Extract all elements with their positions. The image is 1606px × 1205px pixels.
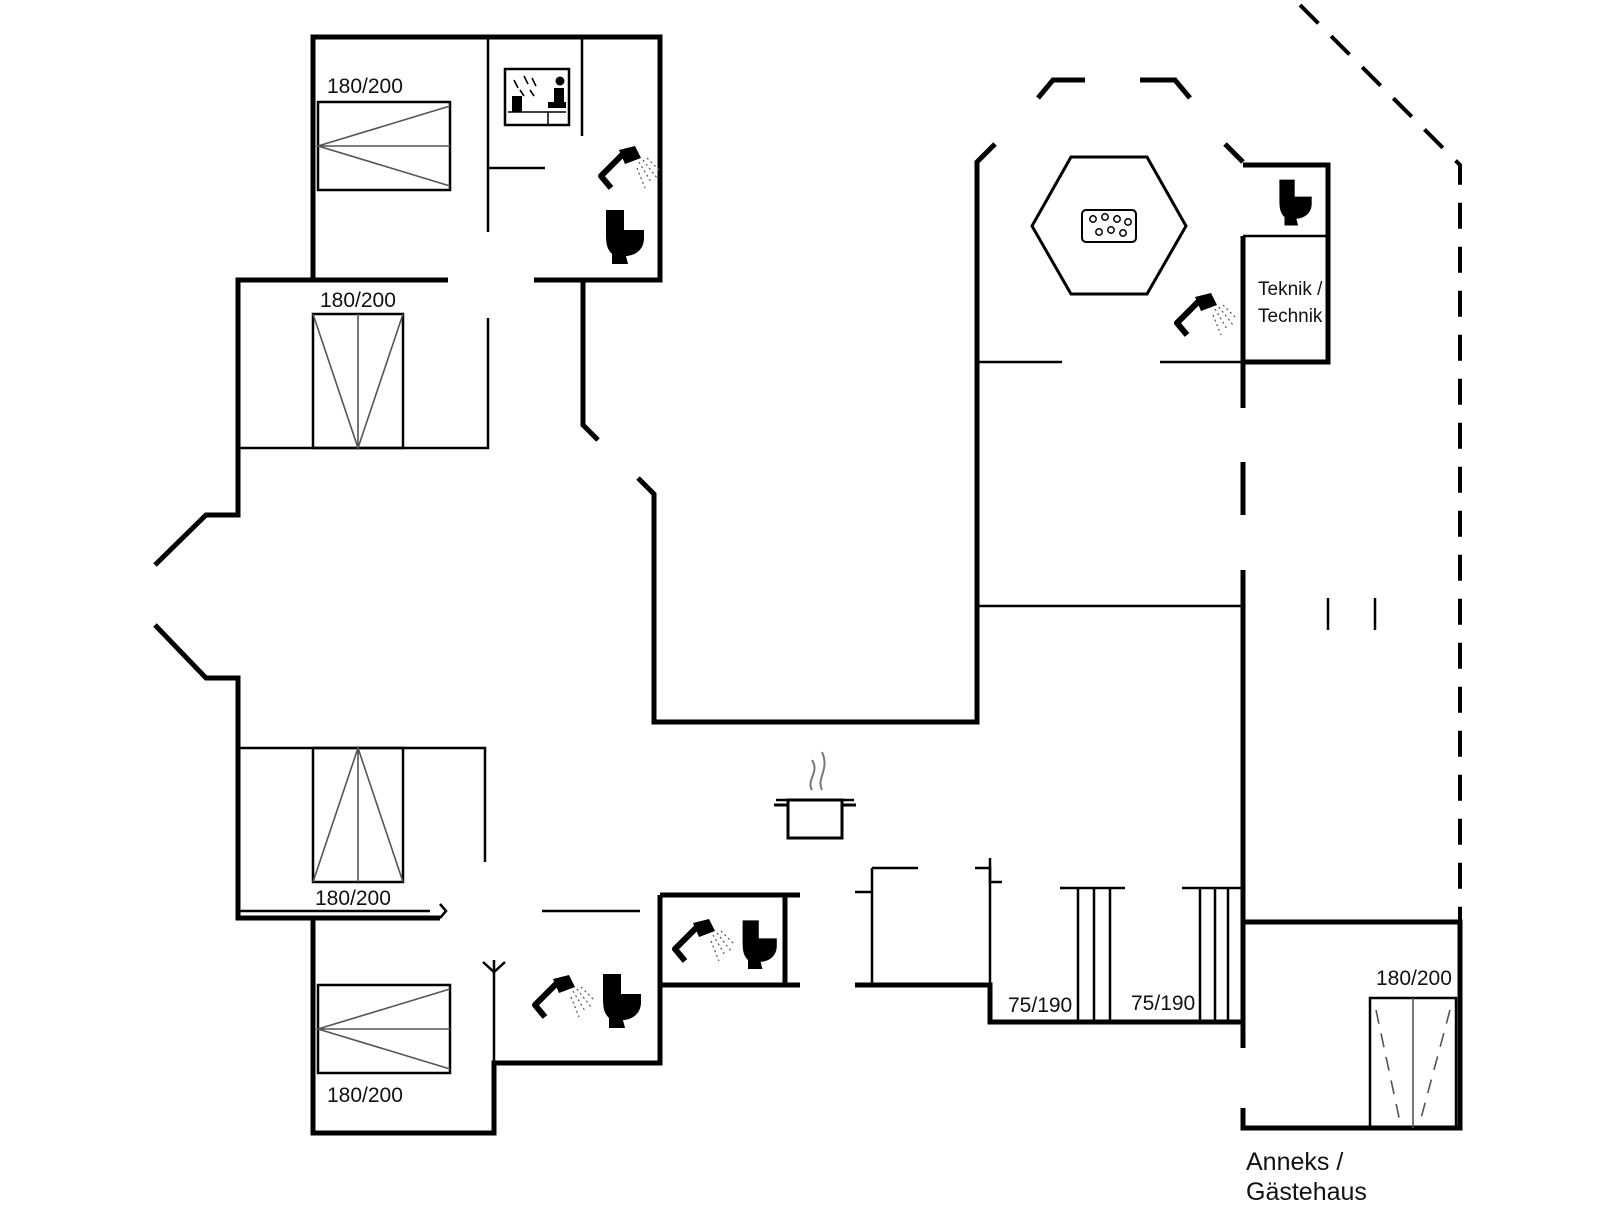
spa-icon xyxy=(1030,155,1188,296)
bed-label: 180/200 xyxy=(327,75,403,98)
bed-label: 180/200 xyxy=(315,887,391,910)
bed-label: 180/200 xyxy=(327,1084,403,1107)
toilet-icon xyxy=(603,974,641,1028)
toilet-icon xyxy=(1279,179,1312,226)
bunk-label: 75/190 xyxy=(1131,992,1195,1015)
spa-room-walls xyxy=(977,77,1463,1131)
shower-icon xyxy=(675,919,735,961)
shower-icon xyxy=(601,146,661,188)
bed-bottom-left xyxy=(315,983,452,1075)
bed-upper-left xyxy=(311,312,405,451)
toilet-icon xyxy=(606,210,644,264)
bunk-label: 75/190 xyxy=(1008,994,1072,1017)
bed-top-left xyxy=(315,100,452,192)
shower-icon xyxy=(535,975,595,1017)
technik-label-line2: Technik xyxy=(1258,306,1323,327)
bed-lower-left xyxy=(311,745,405,884)
bed-annex xyxy=(1368,996,1458,1130)
bed-label: 180/200 xyxy=(320,289,396,312)
sauna-icon xyxy=(503,67,571,127)
annex-label-line2: Gästehaus xyxy=(1246,1178,1367,1205)
shower-icon xyxy=(1177,293,1237,335)
left-wing-walls xyxy=(153,34,997,1136)
technik-label-line1: Teknik / xyxy=(1258,279,1323,300)
bottom-center-walls xyxy=(782,598,1377,1025)
annex-label-line1: Anneks / xyxy=(1246,1148,1343,1176)
toilet-icon xyxy=(742,920,777,969)
roof-outline xyxy=(1298,3,1462,922)
bed-label: 180/200 xyxy=(1376,967,1452,990)
cooking-pot-icon xyxy=(774,751,856,840)
